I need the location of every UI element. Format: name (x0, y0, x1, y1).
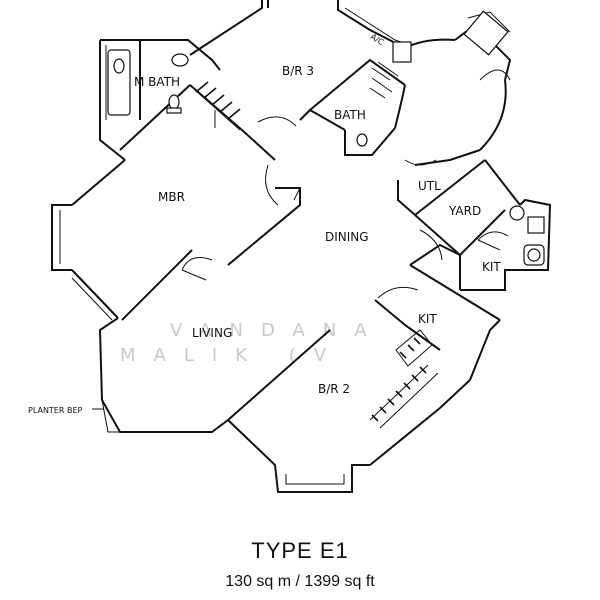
toilet-icon (168, 94, 180, 110)
basin-icon (171, 53, 189, 67)
unit-area-label: 130 sq m / 1399 sq ft (225, 573, 375, 590)
room-label-mbr: MBR (158, 190, 185, 204)
washer-icon (509, 205, 525, 221)
interior-walls (105, 40, 506, 421)
watermark-line-1: VANDANA (170, 320, 385, 341)
room-label-living: LIVING (192, 326, 232, 340)
ac-unit-icon (392, 41, 412, 63)
room-label-yard: YARD (448, 204, 481, 218)
room-label-br2: B/R 2 (318, 382, 350, 396)
room-labels: M BATH B/R 3 BATH MBR UTL YARD DINING KI… (134, 64, 501, 396)
unit-type-title: TYPE E1 (251, 538, 349, 563)
ac-label: A/C (369, 32, 386, 47)
watermark-line-2: MALIK (V (120, 345, 344, 366)
room-label-br3: B/R 3 (282, 64, 314, 78)
room-label-bath: BATH (334, 108, 366, 122)
room-label-kit: KIT (418, 312, 437, 326)
room-label-kit-small: KIT (482, 260, 501, 274)
wardrobe-hatching (194, 81, 439, 429)
outer-walls (51, 0, 552, 493)
sink-icon (527, 216, 545, 234)
rotunda-fixture-icon (463, 10, 509, 56)
room-label-dining: DINING (325, 230, 369, 244)
room-label-utl: UTL (418, 179, 441, 193)
planter-label: PLANTER BEP (28, 406, 83, 415)
door-swings (181, 69, 511, 299)
bath-toilet-icon (356, 133, 368, 147)
room-label-m-bath: M BATH (134, 75, 180, 89)
fixtures (107, 10, 545, 266)
